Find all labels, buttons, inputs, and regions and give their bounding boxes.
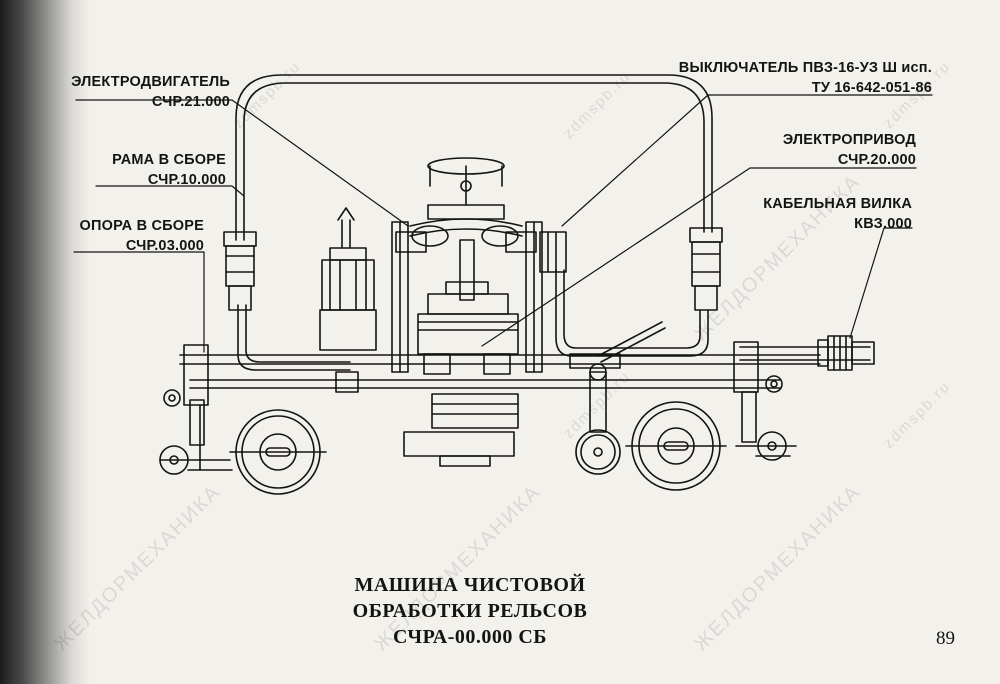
drawing-title: МАШИНА ЧИСТОВОЙ ОБРАБОТКИ РЕЛЬСОВ СЧРА-0…: [320, 572, 620, 650]
callout-switch: ВЫКЛЮЧАТЕЛЬ ПВЗ-16-УЗ Ш исп. ТУ 16-642-0…: [679, 58, 932, 98]
right-coupling: [689, 227, 723, 311]
left-coupling: [223, 231, 257, 311]
leader-lines: [73, 94, 933, 353]
main-beam: [179, 346, 871, 389]
callout-switch-name: ВЫКЛЮЧАТЕЛЬ ПВЗ-16-УЗ Ш исп.: [678, 60, 932, 76]
drawing-title-line1: МАШИНА ЧИСТОВОЙ: [354, 574, 586, 596]
callout-frame-code: СЧР.10.000: [147, 172, 226, 188]
right-support: [733, 341, 797, 461]
page-number: 89: [936, 628, 955, 649]
right-wheel: [625, 401, 727, 491]
callout-drive: ЭЛЕКТРОПРИВОД СЧР.20.000: [783, 130, 916, 170]
callout-drive-name: ЭЛЕКТРОПРИВОД: [782, 132, 916, 148]
callout-plug-code: КВЗ.000: [854, 216, 912, 232]
callout-frame-name: РАМА В СБОРЕ: [112, 152, 226, 168]
callout-plug: КАБЕЛЬНАЯ ВИЛКА КВЗ.000: [763, 194, 912, 234]
book-spine-shadow: [0, 0, 90, 684]
callout-frame: РАМА В СБОРЕ СЧР.10.000: [112, 150, 226, 190]
callout-support-code: СЧР.03.000: [125, 238, 204, 254]
clamp-assembly: [319, 207, 377, 393]
left-wheel: [229, 409, 327, 495]
callout-switch-code: ТУ 16-642-051-86: [811, 80, 932, 96]
callout-motor-name: ЭЛЕКТРОДВИГАТЕЛЬ: [71, 74, 230, 90]
callout-motor-code: СЧР.21.000: [151, 94, 230, 110]
callout-support: ОПОРА В СБОРЕ СЧР.03.000: [80, 216, 205, 256]
cable-plug: [817, 335, 875, 371]
drawing-title-line2: ОБРАБОТКИ РЕЛЬСОВ: [352, 600, 588, 622]
callout-plug-name: КАБЕЛЬНАЯ ВИЛКА: [763, 196, 912, 212]
callout-motor: ЭЛЕКТРОДВИГАТЕЛЬ СЧР.21.000: [71, 72, 230, 112]
drawing-title-line3: СЧРА-00.000 СБ: [392, 626, 548, 648]
callout-drive-code: СЧР.20.000: [837, 152, 916, 168]
center-wheel: [569, 321, 666, 475]
left-support: [159, 344, 233, 475]
drive-assembly: [391, 157, 567, 467]
callout-support-name: ОПОРА В СБОРЕ: [79, 218, 204, 234]
frame-pipe: [235, 74, 713, 371]
